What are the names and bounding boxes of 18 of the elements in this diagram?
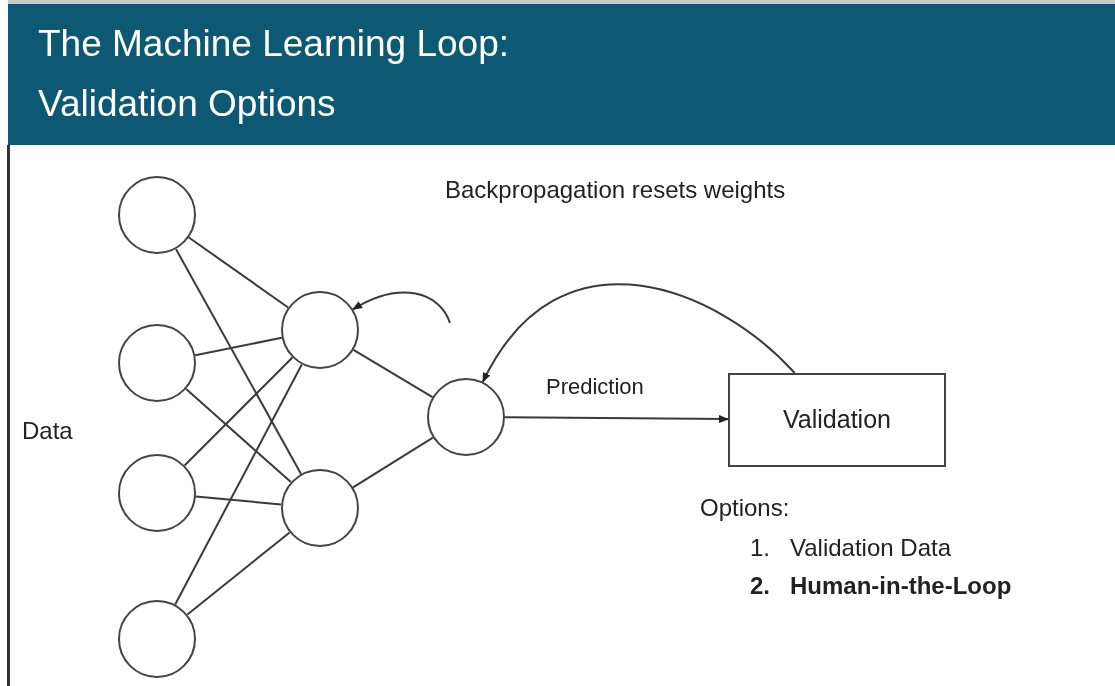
list-item: 2. Human-in-the-Loop: [750, 571, 1012, 601]
connection-line: [174, 363, 303, 606]
connection-line: [352, 348, 434, 399]
annotation-text: Backpropagation resets weights: [445, 175, 786, 205]
options-heading: Options:: [700, 493, 790, 523]
process-box: [728, 373, 946, 467]
arrow: [504, 415, 729, 424]
axis-label: Data: [22, 416, 73, 446]
connection-line: [186, 531, 291, 616]
connection-line: [174, 248, 303, 475]
connection-line: [185, 387, 292, 484]
list-item: 1. Validation Data: [750, 533, 951, 563]
connection-line: [187, 236, 290, 309]
connection-line: [352, 436, 434, 489]
arrow: [352, 291, 451, 324]
node-label: Validation: [783, 404, 891, 436]
title: The Machine Learning Loop: Validation Options: [38, 22, 511, 126]
connection-line: [183, 356, 294, 467]
